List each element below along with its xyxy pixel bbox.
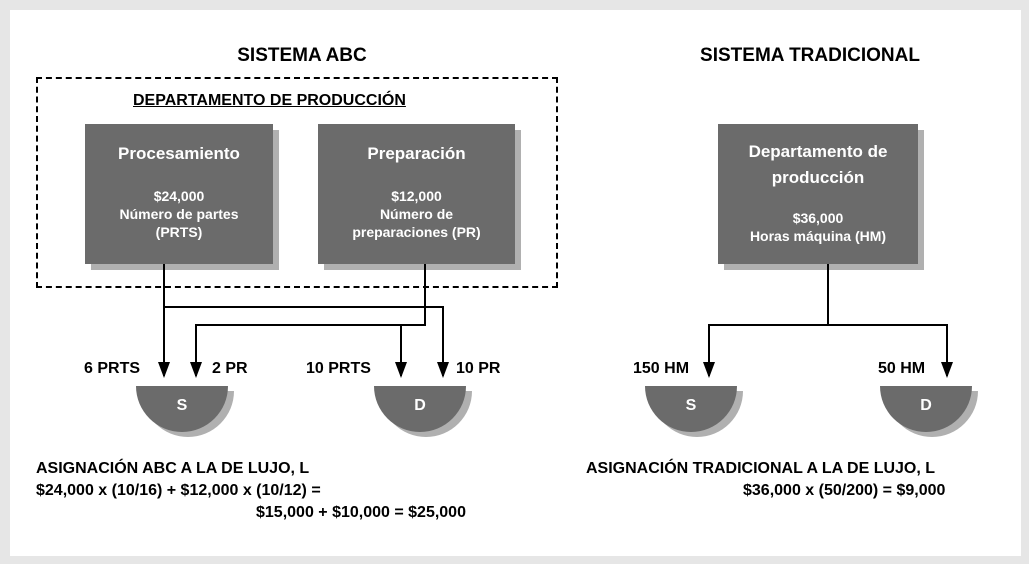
traditional-result-heading: ASIGNACIÓN TRADICIONAL A LA DE LUJO, L	[586, 460, 936, 477]
department-amount: $36,000	[792, 210, 844, 226]
department-to-d-line	[828, 324, 948, 376]
arrowhead-s-hm	[703, 362, 715, 378]
processing-driver-line1: Número de partes	[119, 206, 239, 222]
arrowhead-s-pr	[190, 362, 202, 378]
abc-result-line2: $15,000 + $10,000 = $25,000	[256, 504, 466, 521]
preparation-amount: $12,000	[391, 188, 442, 204]
processing-amount: $24,000	[153, 188, 205, 204]
label-s-hm: 150 HM	[633, 360, 690, 377]
arrowhead-d-pr	[437, 362, 449, 378]
label-s-prts: 6 PRTS	[84, 360, 141, 377]
abc-result-heading: ASIGNACIÓN ABC A LA DE LUJO, L	[36, 460, 310, 477]
label-s-pr: 2 PR	[212, 360, 248, 377]
arrowhead-s-prts	[158, 362, 170, 378]
preparation-driver-line1: Número de	[379, 206, 454, 222]
label-d-pr: 10 PR	[456, 360, 501, 377]
department-to-s-and-d-line	[708, 264, 829, 376]
department-name-line2: producción	[771, 168, 865, 187]
arrowhead-d-prts	[395, 362, 407, 378]
preparation-name: Preparación	[367, 144, 466, 163]
label-d-hm: 50 HM	[878, 360, 926, 377]
diagram-panel	[10, 10, 1021, 556]
processing-name: Procesamiento	[118, 144, 240, 163]
preparation-driver-line2: preparaciones (PR)	[352, 224, 481, 240]
processing-to-d-line	[164, 306, 444, 376]
department-name-line1: Departamento de	[748, 142, 888, 161]
production-department-title: DEPARTAMENTO DE PRODUCCIÓN	[133, 92, 406, 109]
preparation-to-d-line	[400, 264, 426, 376]
production-department-box: Departamento de producción $36,000 Horas…	[718, 124, 918, 264]
production-department-boundary	[36, 77, 558, 288]
department-driver: Horas máquina (HM)	[749, 228, 887, 244]
processing-driver-line2: (PRTS)	[155, 224, 203, 240]
traditional-title: SISTEMA TRADICIONAL	[700, 45, 920, 66]
traditional-result-line1: $36,000 x (50/200) = $9,000	[743, 482, 946, 499]
abc-result-line1: $24,000 x (10/16) + $12,000 x (10/12) =	[36, 482, 321, 499]
preparation-to-s-line	[195, 324, 401, 376]
abc-title: SISTEMA ABC	[237, 45, 367, 66]
preparation-activity-box: Preparación $12,000 Número de preparacio…	[318, 124, 515, 264]
arrowhead-d-hm	[941, 362, 953, 378]
label-d-prts: 10 PRTS	[306, 360, 371, 377]
processing-activity-box: Procesamiento $24,000 Número de partes (…	[85, 124, 273, 264]
